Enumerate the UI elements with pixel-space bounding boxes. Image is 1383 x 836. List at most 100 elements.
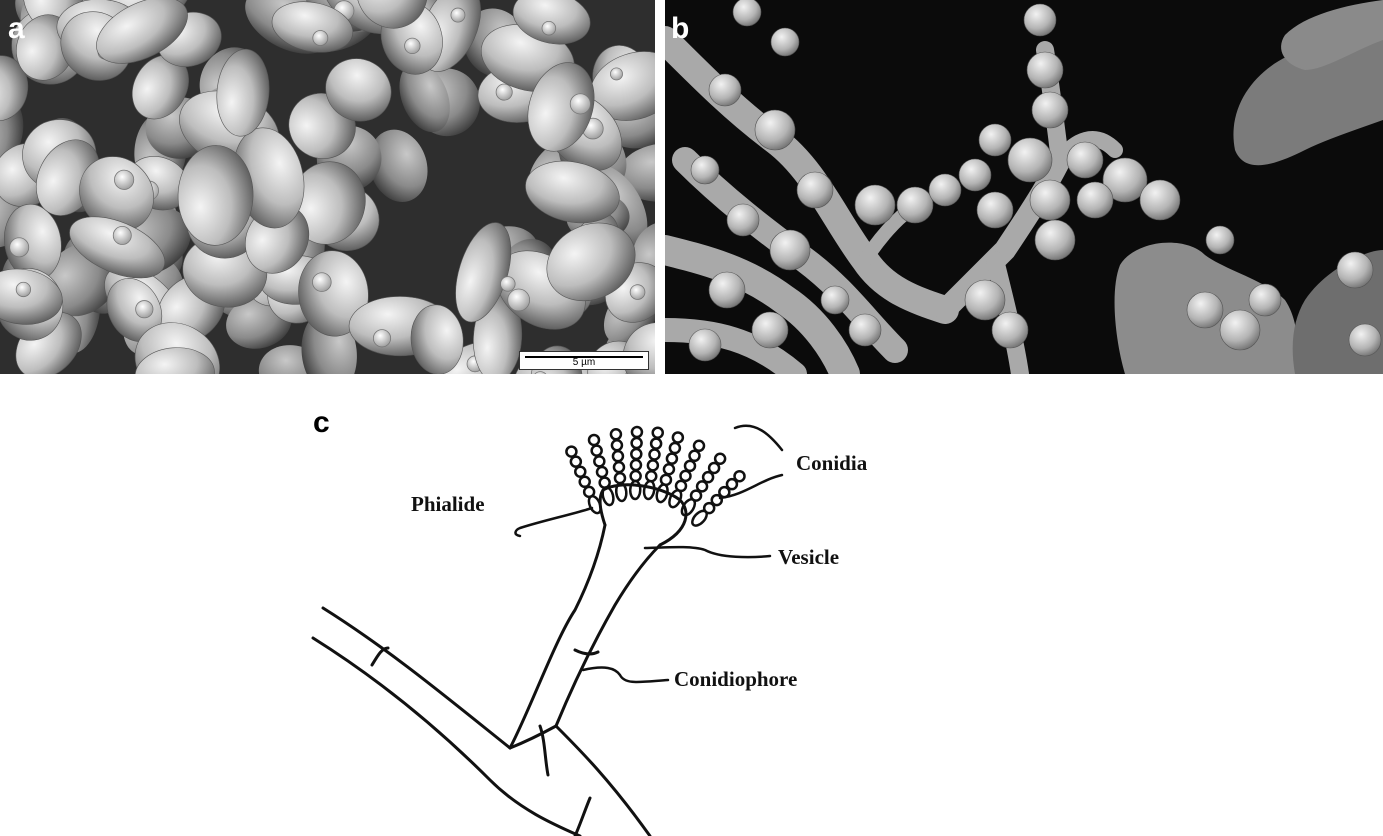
conidium (688, 449, 701, 463)
yeast-cell (106, 278, 163, 342)
conidium-spore (978, 123, 1012, 157)
phialide (601, 486, 615, 507)
conidium (651, 426, 664, 439)
conidium-spore (1031, 91, 1069, 129)
conidium (646, 459, 660, 472)
conidiophore-leader (581, 666, 670, 684)
yeast-cell (527, 62, 595, 152)
conidium (707, 461, 721, 475)
conidium-spore (848, 313, 882, 347)
yeast-cell (216, 48, 270, 137)
conidium-spore (1102, 157, 1148, 203)
conidium-spore (1219, 309, 1261, 351)
panel-b-label: b (671, 12, 690, 45)
conidium (668, 441, 682, 455)
conidium (733, 469, 746, 483)
conidium (574, 465, 587, 478)
conidium-spore (1139, 179, 1181, 221)
scale-bar-line (525, 356, 643, 358)
conidium-spore (708, 73, 742, 107)
conidium-spore (1026, 51, 1064, 89)
yeast-cell (298, 250, 369, 337)
conidium (629, 458, 643, 472)
yeast-cell (177, 145, 254, 246)
conidium-spore (991, 311, 1029, 349)
conidium-spore (754, 109, 796, 151)
conidium-spore (796, 171, 834, 209)
conidium (582, 485, 596, 499)
conidium (649, 437, 663, 450)
conidium (578, 475, 591, 489)
conidium (683, 459, 697, 473)
conidiophore-diagram: Conidia Phialide Vesicle Conidiophore (311, 424, 868, 836)
panel-c-conidiophore-diagram: c Conidia Phialide (0, 380, 1383, 836)
yeast-cell (546, 222, 636, 302)
conidium-spore (1066, 141, 1104, 179)
conidium (565, 445, 578, 458)
conidium-spore (726, 203, 760, 237)
conidium (701, 470, 715, 484)
conidium (595, 465, 609, 479)
yeast-cell (512, 0, 591, 45)
phialide (655, 483, 669, 504)
conidium (610, 438, 624, 452)
conidium-spore (770, 27, 800, 57)
conidia-leader-top (733, 424, 784, 452)
conidium-spore (854, 184, 896, 226)
conidium-spore (964, 279, 1006, 321)
yeast-cell (79, 156, 154, 232)
conidium (612, 460, 626, 474)
conidium (692, 439, 706, 453)
panel-b-hyphae-micrograph: b (665, 0, 1383, 374)
conidium-spore (1023, 3, 1057, 37)
conidium (710, 493, 724, 507)
yeast-cell (325, 58, 392, 122)
conidium-spore (769, 229, 811, 271)
scale-bar: 5 µm (519, 351, 649, 370)
conidium-spore (1186, 291, 1224, 329)
conidium (630, 425, 644, 439)
phialide (642, 479, 656, 501)
conidium-spore (751, 311, 789, 349)
conidium (629, 469, 642, 483)
conidium-spore (976, 191, 1014, 229)
yeast-cell (455, 222, 516, 323)
panel-a-label: a (8, 12, 25, 45)
conidium (587, 433, 601, 447)
conidia-leader-bottom (718, 473, 784, 500)
phialide-label: Phialide (411, 492, 485, 516)
conidium-spore (688, 328, 722, 362)
conidium (695, 480, 709, 493)
panel-c-label: c (313, 406, 330, 439)
conidium (590, 444, 603, 457)
conidium-spore (928, 173, 962, 207)
conidium-spore (1007, 137, 1053, 183)
yeast-cell (525, 160, 620, 224)
conidium-spore (1034, 219, 1076, 261)
conidium (674, 479, 688, 493)
conidium-spore (1336, 251, 1374, 289)
conidium-spore (690, 155, 720, 185)
conidium (613, 471, 627, 485)
yeast-cell (410, 304, 464, 374)
conidiophore-label: Conidiophore (674, 667, 797, 691)
conidium-spore (708, 271, 746, 309)
vesicle-leader (643, 545, 772, 559)
yeast-cell (356, 0, 428, 29)
conidium (659, 473, 673, 487)
conidium (630, 447, 643, 461)
conidia-label: Conidia (796, 451, 868, 475)
yeast-cell (622, 322, 655, 374)
conidium (569, 455, 583, 468)
conidium-spore (1348, 323, 1382, 357)
conidium (671, 431, 685, 444)
conidium-spore (1076, 181, 1114, 219)
hyphae-micrograph-image (665, 0, 1383, 374)
conidium-spore (896, 186, 934, 224)
conidium (648, 448, 661, 461)
yeast-cell (69, 216, 166, 279)
yeast-cell (134, 347, 215, 374)
yeast-cell (4, 203, 62, 281)
panel-a-yeast-micrograph: a 5 µm (0, 0, 655, 374)
conidium (665, 452, 679, 465)
